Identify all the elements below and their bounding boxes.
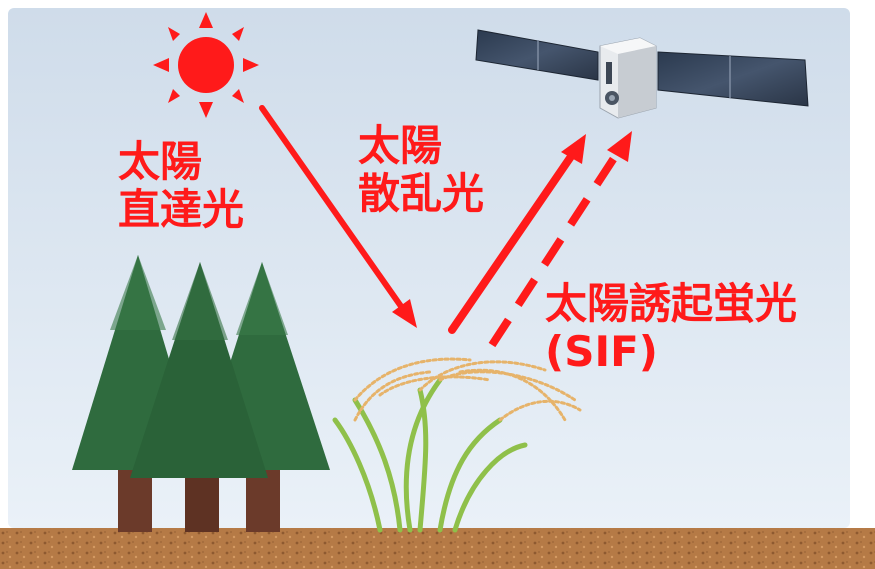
direct-sunlight-label: 太陽 直達光 [118,137,245,235]
sif-label-line1: 太陽誘起蛍光 [545,279,798,328]
rice-plant-icon [332,357,582,533]
tree-icon [130,262,268,532]
sun-icon [153,12,259,118]
scattered-sunlight-label-line2: 散乱光 [358,169,485,219]
sif-arrow [488,131,632,348]
scattered-sunlight-label: 太陽 散乱光 [358,121,485,219]
satellite-icon [475,29,809,119]
direct-sunlight-label-line1: 太陽 [118,137,203,186]
direct-light-arrow [259,105,417,328]
sif-label: 太陽誘起蛍光 (SIF) [545,279,798,377]
scattered-light-arrow [448,134,586,334]
direct-sunlight-label-line2: 直達光 [118,185,245,235]
soil-ground [0,528,875,569]
sif-label-line2: (SIF) [545,327,658,377]
scattered-sunlight-label-line1: 太陽 [358,121,443,170]
